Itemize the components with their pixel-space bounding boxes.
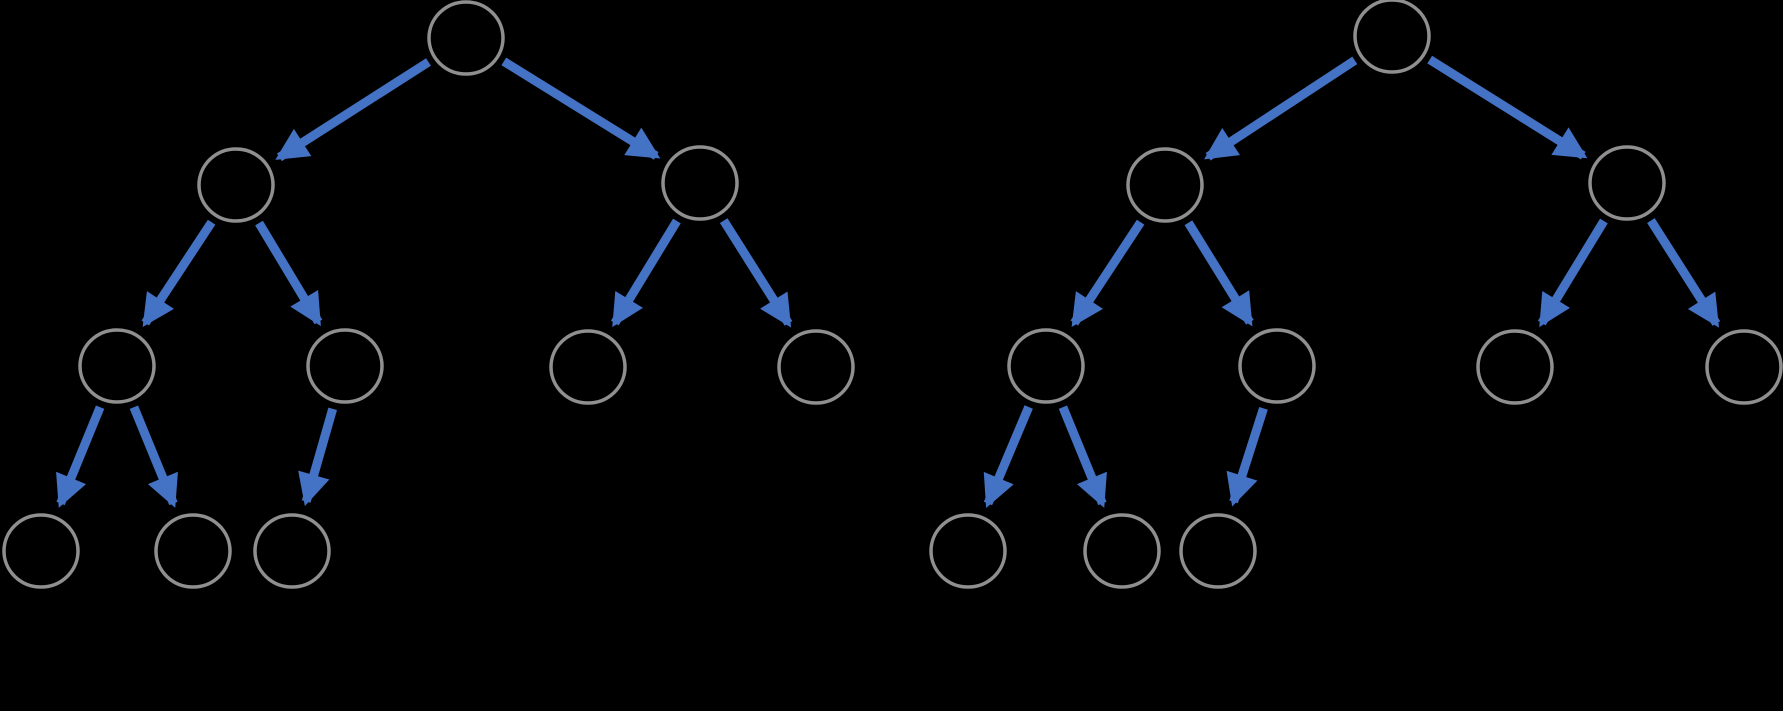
edge-arrow-l-lr xyxy=(1184,220,1254,327)
binary-tree-left xyxy=(2,0,855,589)
edge-arrow-root-r xyxy=(501,57,661,160)
tree-node-lrl xyxy=(253,513,331,589)
edge-arrow-ll-lll xyxy=(983,405,1033,508)
tree-node-rr xyxy=(777,329,855,405)
tree-node-lr xyxy=(1238,328,1316,404)
tree-node-llr xyxy=(154,513,232,589)
edge-arrow-root-l xyxy=(1204,56,1358,161)
tree-node-ll xyxy=(1007,328,1085,404)
tree-node-rr xyxy=(1705,329,1783,405)
edge-arrow-root-r xyxy=(1427,55,1588,160)
tree-node-r xyxy=(661,145,739,221)
edge-arrow-ll-lll xyxy=(56,405,105,508)
tree-node-lr xyxy=(306,328,384,404)
edge-arrow-l-ll xyxy=(1070,219,1145,328)
binary-tree-right xyxy=(929,0,1783,589)
edge-arrow-r-rl xyxy=(1537,218,1608,328)
edge-arrow-ll-llr xyxy=(129,405,178,508)
tree-node-rl xyxy=(549,329,627,405)
tree-node-l xyxy=(1126,147,1204,223)
edge-arrow-l-ll xyxy=(141,219,216,328)
edge-arrow-r-rr xyxy=(1647,218,1721,328)
edge-arrow-lr-lrl xyxy=(298,407,338,507)
tree-node-root xyxy=(1353,0,1431,74)
tree-node-lrl xyxy=(1179,513,1257,589)
edge-arrow-r-rl xyxy=(610,218,681,328)
edge-arrow-root-l xyxy=(275,58,431,162)
edge-arrow-r-rr xyxy=(719,218,793,328)
tree-node-ll xyxy=(78,328,156,404)
tree-node-r xyxy=(1588,145,1666,221)
edge-arrow-lr-lrl xyxy=(1226,407,1268,507)
tree-node-llr xyxy=(1083,513,1161,589)
edge-arrow-l-lr xyxy=(255,220,323,327)
edge-arrow-ll-llr xyxy=(1058,405,1107,508)
tree-node-root xyxy=(427,0,505,76)
tree-node-rl xyxy=(1476,329,1554,405)
tree-node-lll xyxy=(2,513,80,589)
tree-node-l xyxy=(197,147,275,223)
tree-node-lll xyxy=(929,513,1007,589)
